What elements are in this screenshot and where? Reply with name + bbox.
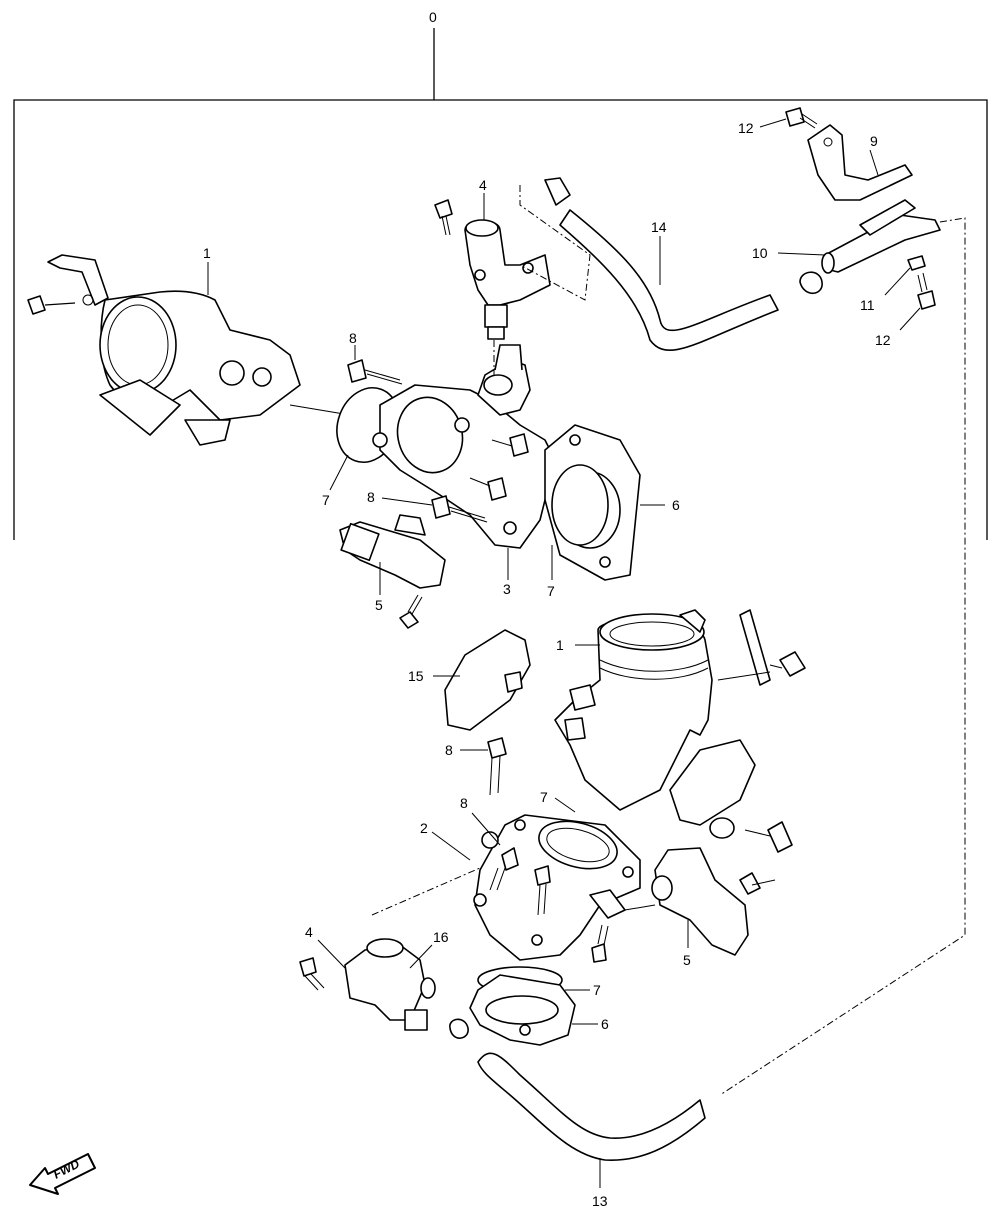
clamp-10	[799, 271, 823, 295]
callout-8b: 8	[367, 489, 375, 505]
pipe-10	[821, 199, 941, 274]
callout-13: 13	[592, 1193, 608, 1209]
leader-8d	[471, 812, 501, 846]
dash-4a	[519, 185, 591, 301]
hose-14	[544, 177, 779, 351]
callout-root: 0	[429, 9, 437, 25]
callout-7d: 7	[593, 982, 601, 998]
callout-8d: 8	[460, 795, 468, 811]
leader-8b	[381, 497, 433, 506]
callout-16: 16	[433, 929, 449, 945]
bolt-12b	[917, 272, 936, 310]
callout-14: 14	[651, 219, 667, 235]
hose-13	[477, 1052, 706, 1161]
callout-7c: 7	[540, 789, 548, 805]
bracket-9	[807, 124, 913, 201]
leader-2	[431, 831, 471, 861]
callout-1b: 1	[556, 637, 564, 653]
callout-7b: 7	[547, 583, 555, 599]
leader-16	[409, 944, 433, 969]
sensor-5b	[591, 847, 776, 963]
callout-4a: 4	[479, 177, 487, 193]
bolt-upper-c	[469, 433, 529, 501]
injector-4a	[434, 199, 551, 340]
leader-7c	[554, 797, 576, 813]
leader-9	[869, 149, 879, 176]
fwd-arrow-icon: FWD	[29, 1153, 96, 1195]
leader-12a	[759, 118, 787, 128]
callout-12a: 12	[738, 120, 754, 136]
leader-11	[884, 267, 911, 296]
callout-2: 2	[420, 820, 428, 836]
bolt-8b	[431, 495, 488, 523]
callout-5a: 5	[375, 597, 383, 613]
callout-8a: 8	[349, 330, 357, 346]
o-ring-7b	[551, 464, 609, 546]
callout-1a: 1	[203, 245, 211, 261]
assembly-bracket	[13, 28, 988, 540]
bolt-lower-a	[717, 651, 806, 853]
bolt-8c	[487, 737, 507, 796]
callout-10: 10	[752, 245, 768, 261]
throttle-body-lower	[554, 609, 771, 839]
gasket-6b	[469, 974, 576, 1046]
callout-5b: 5	[683, 952, 691, 968]
callout-7a: 7	[322, 492, 330, 508]
bolt-8d	[489, 847, 551, 916]
callout-8c: 8	[445, 742, 453, 758]
link-sensor-5b	[624, 904, 656, 911]
injector-4b	[299, 938, 469, 1039]
leader-7a	[329, 454, 349, 491]
throttle-body-upper	[27, 254, 301, 446]
callout-12b: 12	[875, 332, 891, 348]
leader-12b	[899, 307, 921, 331]
sensor-15	[444, 629, 531, 731]
leader-10	[777, 252, 826, 256]
sensor-5a	[339, 514, 446, 629]
bolt-12a	[785, 107, 818, 129]
intake-manifold-lower	[473, 814, 641, 961]
callout-15: 15	[408, 668, 424, 684]
clip-11	[907, 255, 926, 271]
dash-4b	[371, 867, 481, 916]
callout-6a: 6	[672, 497, 680, 513]
callout-6b: 6	[601, 1016, 609, 1032]
intake-manifold-upper	[372, 344, 556, 549]
callout-3: 3	[503, 581, 511, 597]
callout-9: 9	[870, 133, 878, 149]
bolt-8a	[347, 359, 403, 385]
callout-4b: 4	[305, 924, 313, 940]
dash-hose-13	[719, 217, 966, 1096]
callout-11: 11	[860, 297, 875, 313]
leader-4b	[317, 939, 346, 969]
